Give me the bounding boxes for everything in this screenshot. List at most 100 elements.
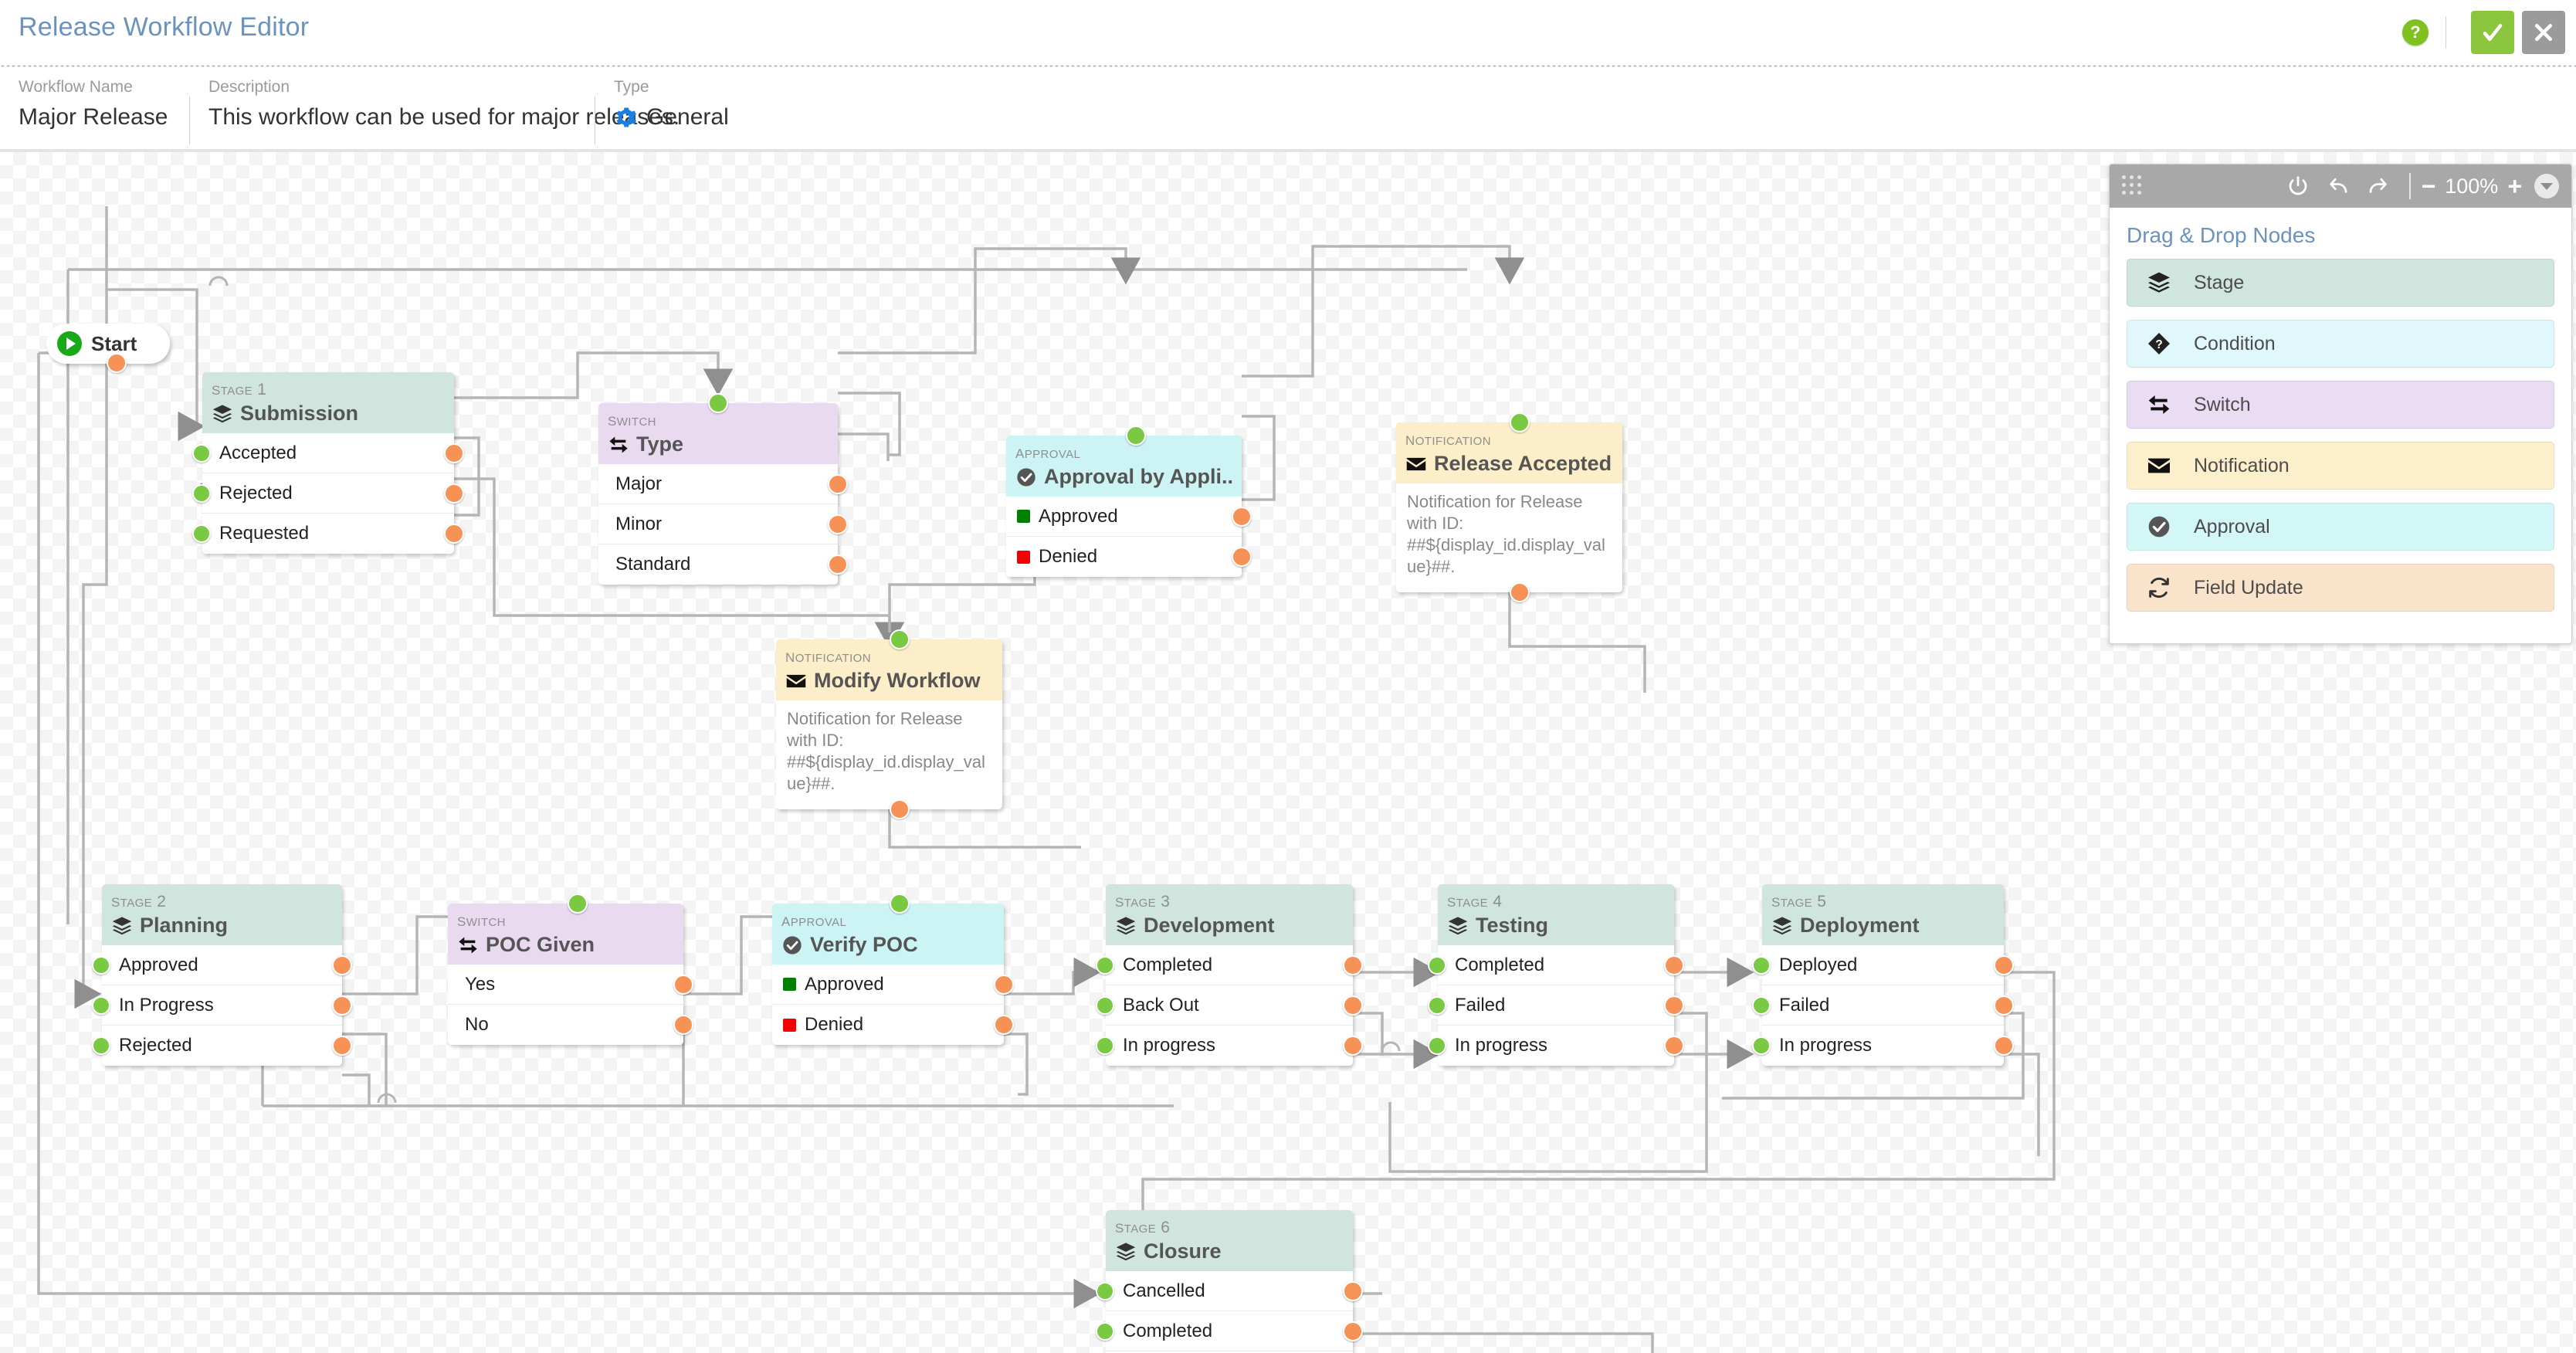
- node-row[interactable]: Failed: [1428, 985, 1684, 1026]
- output-port[interactable]: [1343, 1281, 1363, 1301]
- node-row[interactable]: Rejected: [92, 1026, 352, 1066]
- input-port[interactable]: [92, 1036, 110, 1055]
- node-row[interactable]: Failed: [1752, 985, 2014, 1026]
- power-button[interactable]: [2283, 171, 2313, 202]
- node-row[interactable]: Denied: [772, 1005, 1014, 1045]
- input-port[interactable]: [1096, 956, 1114, 975]
- input-port[interactable]: [890, 894, 910, 914]
- node-row[interactable]: Yes: [448, 965, 693, 1005]
- node-row[interactable]: Approved: [92, 945, 352, 985]
- input-port[interactable]: [1126, 426, 1146, 446]
- drag-handle-icon[interactable]: [2122, 175, 2141, 197]
- chevron-down-icon[interactable]: [2534, 174, 2559, 198]
- node-stage5[interactable]: Stage 5 Deployment Deployed Failed In pr…: [1752, 884, 2014, 1066]
- palette-item-field-update[interactable]: Field Update: [2127, 564, 2554, 612]
- output-port[interactable]: [994, 975, 1014, 995]
- output-port[interactable]: [332, 955, 352, 975]
- palette-item-stage[interactable]: Stage: [2127, 259, 2554, 307]
- node-row[interactable]: Approved: [772, 965, 1014, 1005]
- redo-button[interactable]: [2363, 171, 2394, 202]
- cancel-button[interactable]: [2522, 11, 2565, 54]
- node-row[interactable]: In progress: [1428, 1026, 1684, 1066]
- output-port[interactable]: [444, 483, 464, 504]
- node-row[interactable]: Deployed: [1752, 945, 2014, 985]
- output-port[interactable]: [1664, 995, 1684, 1016]
- output-port[interactable]: [673, 1015, 693, 1035]
- output-port[interactable]: [1343, 955, 1363, 975]
- output-port[interactable]: [1343, 995, 1363, 1016]
- output-port[interactable]: [332, 995, 352, 1016]
- input-port[interactable]: [1428, 996, 1446, 1015]
- input-port[interactable]: [1510, 412, 1530, 432]
- input-port[interactable]: [192, 524, 211, 543]
- output-port[interactable]: [890, 799, 910, 819]
- output-port[interactable]: [1664, 955, 1684, 975]
- node-row[interactable]: Rejected: [192, 473, 464, 514]
- zoom-out-button[interactable]: −: [2421, 172, 2436, 200]
- node-row[interactable]: Back Out: [1096, 985, 1363, 1026]
- node-row[interactable]: No: [448, 1005, 693, 1045]
- node-row[interactable]: Requested: [192, 514, 464, 554]
- output-port[interactable]: [107, 353, 127, 373]
- output-port[interactable]: [673, 975, 693, 995]
- confirm-button[interactable]: [2471, 11, 2514, 54]
- output-port[interactable]: [1343, 1036, 1363, 1056]
- input-port[interactable]: [568, 894, 588, 914]
- output-port[interactable]: [1994, 1036, 2014, 1056]
- node-row[interactable]: Cancelled: [1096, 1271, 1363, 1311]
- node-switch-type[interactable]: Switch Type Major Minor Standard: [598, 393, 848, 585]
- output-port[interactable]: [1232, 507, 1252, 527]
- output-port[interactable]: [1343, 1321, 1363, 1341]
- output-port[interactable]: [1510, 582, 1530, 602]
- input-port[interactable]: [1752, 996, 1771, 1015]
- node-stage2[interactable]: Stage 2 Planning Approved In Progress Re…: [92, 884, 352, 1066]
- node-row[interactable]: Standard: [598, 544, 848, 585]
- node-notification-release-accepted[interactable]: Notification Release Accepted Notificati…: [1396, 412, 1622, 602]
- palette-item-notification[interactable]: Notification: [2127, 442, 2554, 490]
- node-approval-by-application[interactable]: Approval Approval by Appli... Approved D…: [1006, 426, 1252, 577]
- input-port[interactable]: [890, 629, 910, 649]
- input-port[interactable]: [1096, 1322, 1114, 1341]
- node-row[interactable]: Completed: [1428, 945, 1684, 985]
- input-port[interactable]: [192, 484, 211, 503]
- output-port[interactable]: [994, 1015, 1014, 1035]
- output-port[interactable]: [828, 514, 848, 534]
- zoom-in-button[interactable]: +: [2507, 172, 2522, 200]
- palette-item-approval[interactable]: Approval: [2127, 503, 2554, 551]
- input-port[interactable]: [192, 444, 211, 463]
- node-stage3[interactable]: Stage 3 Development Completed Back Out I…: [1096, 884, 1363, 1066]
- output-port[interactable]: [828, 554, 848, 575]
- output-port[interactable]: [1994, 955, 2014, 975]
- node-stage4[interactable]: Stage 4 Testing Completed Failed In prog…: [1428, 884, 1684, 1066]
- node-approval-verify-poc[interactable]: Approval Verify POC Approved Denied: [772, 894, 1014, 1045]
- node-stage6[interactable]: Stage 6 Closure Cancelled Completed Fail…: [1096, 1210, 1363, 1353]
- undo-button[interactable]: [2323, 171, 2354, 202]
- input-port[interactable]: [1428, 1036, 1446, 1055]
- input-port[interactable]: [708, 393, 728, 413]
- start-node[interactable]: Start: [46, 324, 170, 373]
- node-row[interactable]: In progress: [1752, 1026, 2014, 1066]
- output-port[interactable]: [444, 524, 464, 544]
- output-port[interactable]: [332, 1036, 352, 1056]
- node-row[interactable]: In progress: [1096, 1026, 1363, 1066]
- output-port[interactable]: [1994, 995, 2014, 1016]
- node-row[interactable]: Completed: [1096, 945, 1363, 985]
- input-port[interactable]: [1752, 956, 1771, 975]
- node-row[interactable]: Accepted: [192, 433, 464, 473]
- node-row[interactable]: Completed: [1096, 1311, 1363, 1351]
- output-port[interactable]: [444, 443, 464, 463]
- palette-item-switch[interactable]: Switch: [2127, 381, 2554, 429]
- node-notification-modify-workflow[interactable]: Notification Modify Workflow Notificatio…: [776, 629, 1002, 819]
- output-port[interactable]: [1664, 1036, 1684, 1056]
- node-row[interactable]: In Progress: [92, 985, 352, 1026]
- palette-item-condition[interactable]: ? Condition: [2127, 320, 2554, 368]
- node-row[interactable]: Major: [598, 464, 848, 504]
- input-port[interactable]: [1096, 1036, 1114, 1055]
- output-port[interactable]: [828, 474, 848, 494]
- node-switch-poc-given[interactable]: Switch POC Given Yes No: [448, 894, 693, 1045]
- workflow-canvas[interactable]: Start Stage 1 Submission Accepted Reject…: [0, 152, 2576, 1353]
- node-row[interactable]: Denied: [1006, 537, 1252, 577]
- input-port[interactable]: [92, 996, 110, 1015]
- input-port[interactable]: [1096, 1282, 1114, 1300]
- input-port[interactable]: [1428, 956, 1446, 975]
